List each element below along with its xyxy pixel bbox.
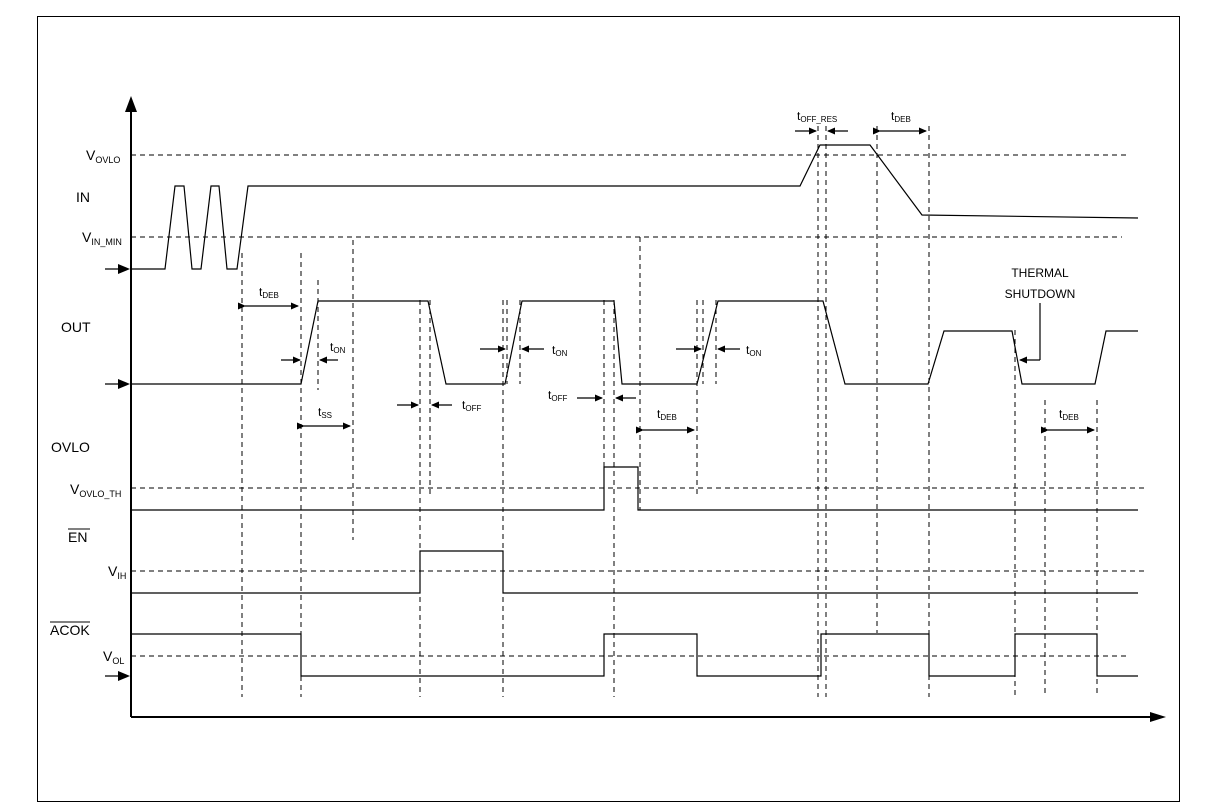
in-level-arrowhead [118,264,130,274]
tss-label: tSS [318,405,332,420]
waveforms [131,144,1139,677]
out-level-arrowhead [118,379,130,389]
y-axis-arrowhead [125,96,137,112]
out-waveform [131,300,1138,385]
toff-2-label: tOFF [548,388,567,403]
x-axis-arrowhead [1150,712,1166,722]
ton-1-label: tON [330,340,346,355]
timing-markers [241,126,1098,697]
en-signal-label: EN [68,529,87,545]
timing-labels: tDEB tON tSS tOFF tON tOFF tDEB tON tOFF… [259,109,1079,422]
vin-min-label: VIN_MIN [82,229,122,247]
signal-labels: IN OUT OVLO EN ACOK [50,189,91,638]
axes [125,96,1166,722]
tdeb-1-label: tDEB [259,285,279,300]
vih-label: VIH [108,563,126,581]
vovlo-th-label: VOVLO_TH [70,481,121,499]
vovlo-label: VOVLO [86,147,120,165]
in-signal-label: IN [76,189,90,205]
en-waveform [131,550,1138,594]
thermal-shutdown-annotation: THERMAL SHUTDOWN [1005,266,1076,301]
tdeb-2-label: tDEB [657,407,677,422]
thermal-label: THERMAL [1011,266,1069,280]
ton-2-label: tON [552,343,568,358]
timing-arrows [238,127,1095,434]
ovlo-signal-label: OVLO [51,439,90,455]
diagram-border [37,16,1180,802]
ovlo-waveform [131,466,1138,511]
shutdown-label: SHUTDOWN [1005,287,1076,301]
level-labels: VOVLO VIN_MIN VOVLO_TH VIH VOL [70,147,126,666]
toff-res-label: tOFF_RES [797,109,837,124]
out-signal-label: OUT [61,319,91,335]
acok-level-arrowhead [118,671,130,681]
vol-label: VOL [103,648,124,666]
toff-1-label: tOFF [462,398,481,413]
level-arrows [105,264,130,681]
acok-waveform [131,633,1138,677]
ton-3-label: tON [746,343,762,358]
tdeb-4-label: tDEB [1059,407,1079,422]
acok-signal-label: ACOK [50,622,90,638]
tdeb-3-label: tDEB [891,109,911,124]
threshold-lines [131,154,1148,657]
in-waveform [131,144,1139,270]
